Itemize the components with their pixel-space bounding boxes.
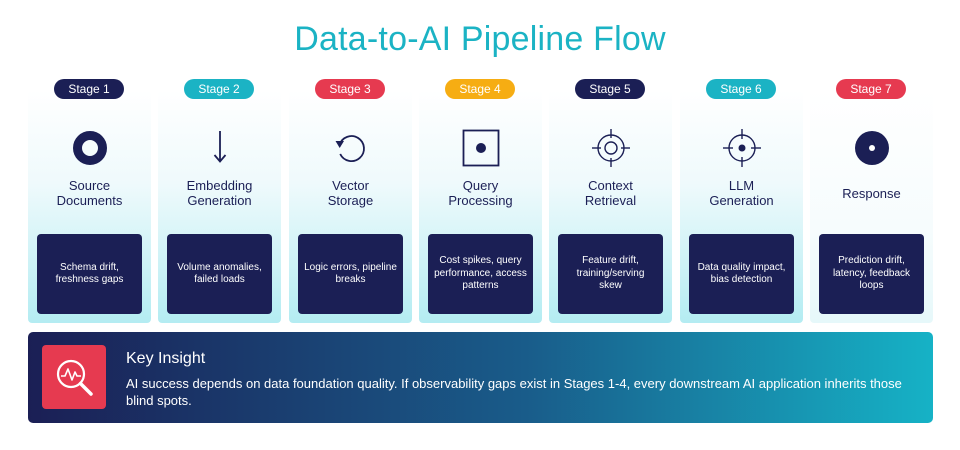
insight-title: Key Insight <box>126 350 206 367</box>
insight-text: AI success depends on data foundation qu… <box>126 376 902 408</box>
ring-icon <box>28 128 151 168</box>
page-title: Data-to-AI Pipeline Flow <box>294 20 666 58</box>
stage-badge: Stage 2 <box>184 79 254 99</box>
crosshair-dot-icon <box>680 128 803 168</box>
stage-issues: Prediction drift, latency, feedback loop… <box>819 234 924 314</box>
stage-issues: Feature drift, training/serving skew <box>558 234 663 314</box>
arrow-down-icon <box>158 128 281 168</box>
stage-issues: Data quality impact, bias detection <box>689 234 794 314</box>
stage-issues: Volume anomalies, failed loads <box>167 234 272 314</box>
stage-badge: Stage 4 <box>445 79 515 99</box>
magnify-chart-icon <box>42 345 106 409</box>
stage-issues: Schema drift, freshness gaps <box>37 234 142 314</box>
stage-badge: Stage 1 <box>54 79 124 99</box>
stage-badge: Stage 5 <box>575 79 645 99</box>
stage-issues: Cost spikes, query performance, access p… <box>428 234 533 314</box>
stage-card: Response Prediction drift, latency, feed… <box>810 90 933 323</box>
dot-circle-icon <box>810 128 933 168</box>
stage-badge: Stage 7 <box>836 79 906 99</box>
refresh-icon <box>289 128 412 168</box>
stage-issues: Logic errors, pipeline breaks <box>298 234 403 314</box>
square-dot-icon <box>419 128 542 168</box>
stage-title: Response <box>842 186 901 201</box>
stage-badge: Stage 6 <box>706 79 776 99</box>
key-insight-panel: Key Insight AI success depends on data f… <box>28 332 933 423</box>
crosshair-ring-icon <box>549 128 672 168</box>
stage-badge: Stage 3 <box>315 79 385 99</box>
